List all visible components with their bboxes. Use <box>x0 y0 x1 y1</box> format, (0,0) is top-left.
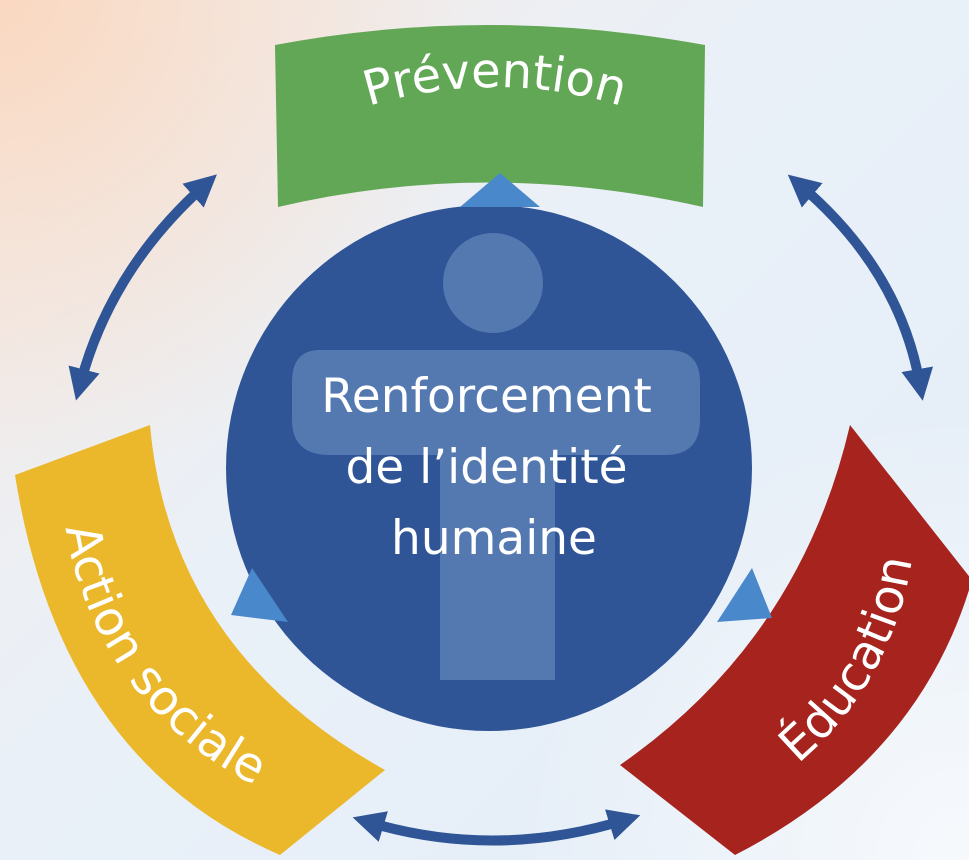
arrow-bottom-icon <box>352 809 641 846</box>
center-title: Renforcement de l’identité humaine <box>321 369 666 566</box>
center-title-line-2: de l’identité <box>345 440 627 495</box>
segment-action-sociale <box>15 425 385 855</box>
segment-prevention <box>275 25 705 207</box>
arrow-upper-left-icon <box>68 174 217 401</box>
pointer-right-icon <box>717 568 772 622</box>
center-title-line-1: Renforcement <box>321 369 652 424</box>
pointer-left-icon <box>231 568 288 622</box>
arrow-upper-right-icon <box>787 174 934 401</box>
pointer-top-icon <box>460 173 540 207</box>
center-title-line-3: humaine <box>391 511 597 566</box>
person-figure-icon <box>292 233 700 680</box>
segment-education <box>620 425 969 855</box>
